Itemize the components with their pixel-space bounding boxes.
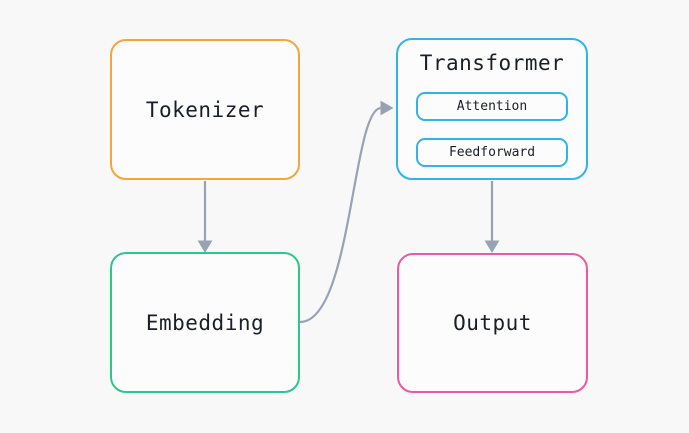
node-feedforward: Feedforward — [416, 138, 568, 167]
node-output-label: Output — [453, 311, 532, 335]
node-attention: Attention — [416, 92, 568, 121]
node-embedding: Embedding — [110, 252, 300, 393]
edge-tokenizer-embedding — [197, 181, 213, 253]
node-feedforward-label: Feedforward — [448, 145, 536, 160]
arrowhead-right-icon — [380, 100, 394, 116]
edge-transformer-output — [484, 181, 500, 253]
node-attention-label: Attention — [456, 99, 528, 114]
node-output: Output — [397, 253, 588, 393]
node-transformer-label: Transformer — [419, 51, 565, 75]
edge-embedding-transformer-curve — [299, 106, 382, 324]
node-tokenizer: Tokenizer — [110, 39, 300, 180]
node-transformer: Transformer Attention Feedforward — [396, 38, 588, 180]
node-embedding-label: Embedding — [145, 310, 265, 335]
edge-embedding-transformer — [299, 100, 394, 324]
node-tokenizer-label: Tokenizer — [145, 97, 265, 122]
arrowhead-down-icon — [484, 240, 500, 253]
